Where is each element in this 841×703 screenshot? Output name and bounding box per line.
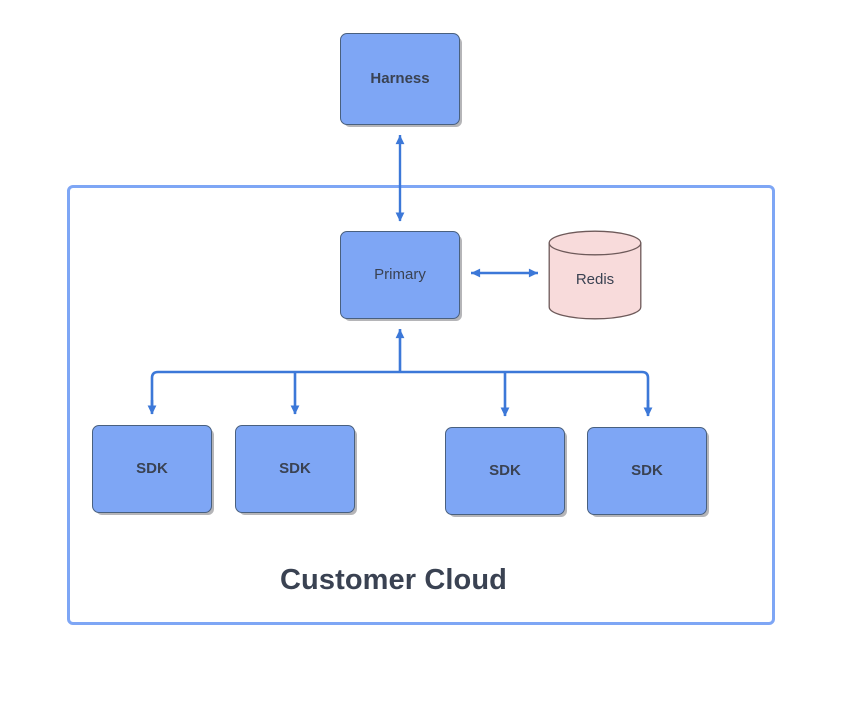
customer-cloud-container [67,185,775,625]
node-sdk-2[interactable]: SDK [235,425,355,513]
node-sdk-2-label: SDK [279,460,311,477]
node-primary[interactable]: Primary [340,231,460,319]
node-sdk-1-label: SDK [136,460,168,477]
node-sdk-3-label: SDK [489,462,521,479]
node-sdk-1[interactable]: SDK [92,425,212,513]
node-sdk-4[interactable]: SDK [587,427,707,515]
cylinder-shape [548,230,642,320]
node-sdk-4-label: SDK [631,462,663,479]
node-redis-label: Redis [575,270,615,288]
node-harness[interactable]: Harness [340,33,460,125]
node-primary-label: Primary [374,266,426,283]
node-sdk-3[interactable]: SDK [445,427,565,515]
customer-cloud-label: Customer Cloud [280,564,507,596]
node-redis[interactable]: Redis [548,230,642,320]
node-harness-label: Harness [370,70,430,87]
